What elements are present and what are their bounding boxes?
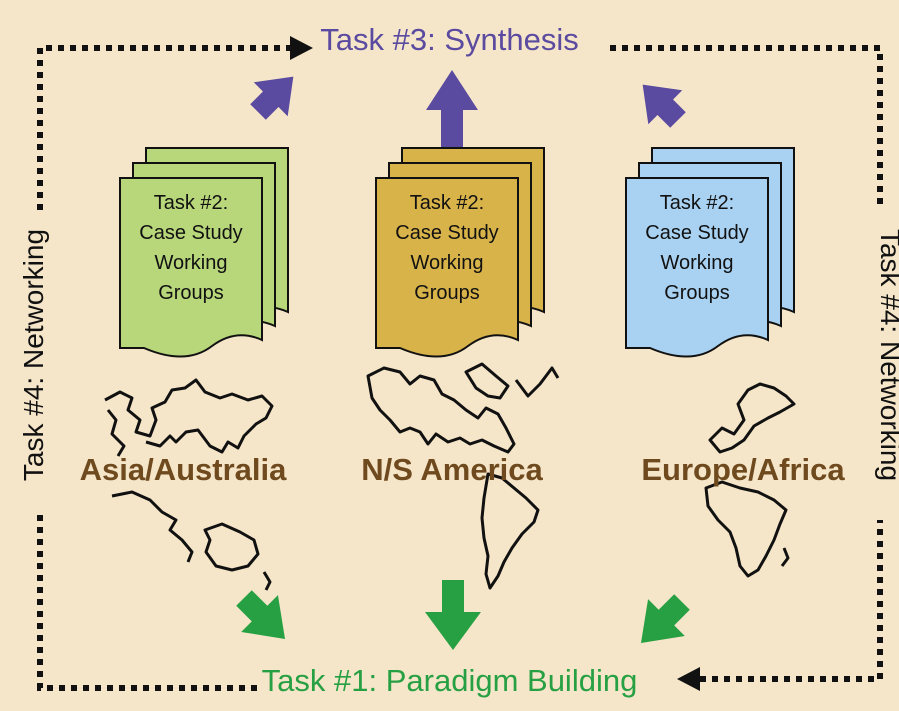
doc-line: Case Study xyxy=(645,222,749,244)
doc-line: Working xyxy=(154,252,228,274)
networking-bottom-left-line xyxy=(37,515,258,691)
networking-top-left-line xyxy=(37,45,290,210)
networking-arrowhead-bottom xyxy=(677,667,700,691)
paradigm-arrow-center xyxy=(425,580,481,650)
networking-top-right-line xyxy=(610,45,883,210)
networking-bottom-right-line xyxy=(700,520,883,682)
doc-stack-america xyxy=(375,147,545,358)
task4-networking-right-label: Task #4: Networking xyxy=(875,228,899,482)
synthesis-arrow-right xyxy=(642,84,686,128)
task1-paradigm-building-label: Task #1: Paradigm Building xyxy=(261,663,638,698)
doc-line: Groups xyxy=(158,282,224,304)
synthesis-arrow-left xyxy=(250,76,294,120)
region-ns-america-label: N/S America xyxy=(361,452,543,487)
europe-africa-map xyxy=(704,382,796,578)
paradigm-arrows xyxy=(236,580,690,650)
doc-line: Task #2: xyxy=(659,192,735,214)
doc-line: Working xyxy=(660,252,734,274)
doc-stack-europe xyxy=(625,147,795,358)
doc-text-america: Task #2: Case Study Working Groups xyxy=(377,188,517,308)
asia-australia-map xyxy=(104,378,274,591)
doc-line: Groups xyxy=(414,282,480,304)
synthesis-arrows xyxy=(250,70,686,148)
america-map xyxy=(366,362,560,590)
task4-networking-left-label: Task #4: Networking xyxy=(18,228,49,482)
doc-line: Case Study xyxy=(395,222,499,244)
synthesis-arrow-center xyxy=(426,70,478,148)
doc-text-asia: Task #2: Case Study Working Groups xyxy=(121,188,261,308)
paradigm-arrow-left xyxy=(236,590,286,640)
paradigm-arrow-right xyxy=(640,594,690,644)
doc-line: Task #2: xyxy=(409,192,485,214)
doc-stack-asia xyxy=(119,147,289,358)
region-europe-africa-label: Europe/Africa xyxy=(641,452,845,487)
region-asia-australia-label: Asia/Australia xyxy=(79,452,287,487)
doc-line: Groups xyxy=(664,282,730,304)
networking-arrowhead-top xyxy=(290,36,313,60)
doc-line: Task #2: xyxy=(153,192,229,214)
task3-synthesis-label: Task #3: Synthesis xyxy=(320,22,579,57)
doc-text-europe: Task #2: Case Study Working Groups xyxy=(627,188,767,308)
doc-line: Working xyxy=(410,252,484,274)
doc-line: Case Study xyxy=(139,222,243,244)
networking-loop xyxy=(37,45,883,691)
